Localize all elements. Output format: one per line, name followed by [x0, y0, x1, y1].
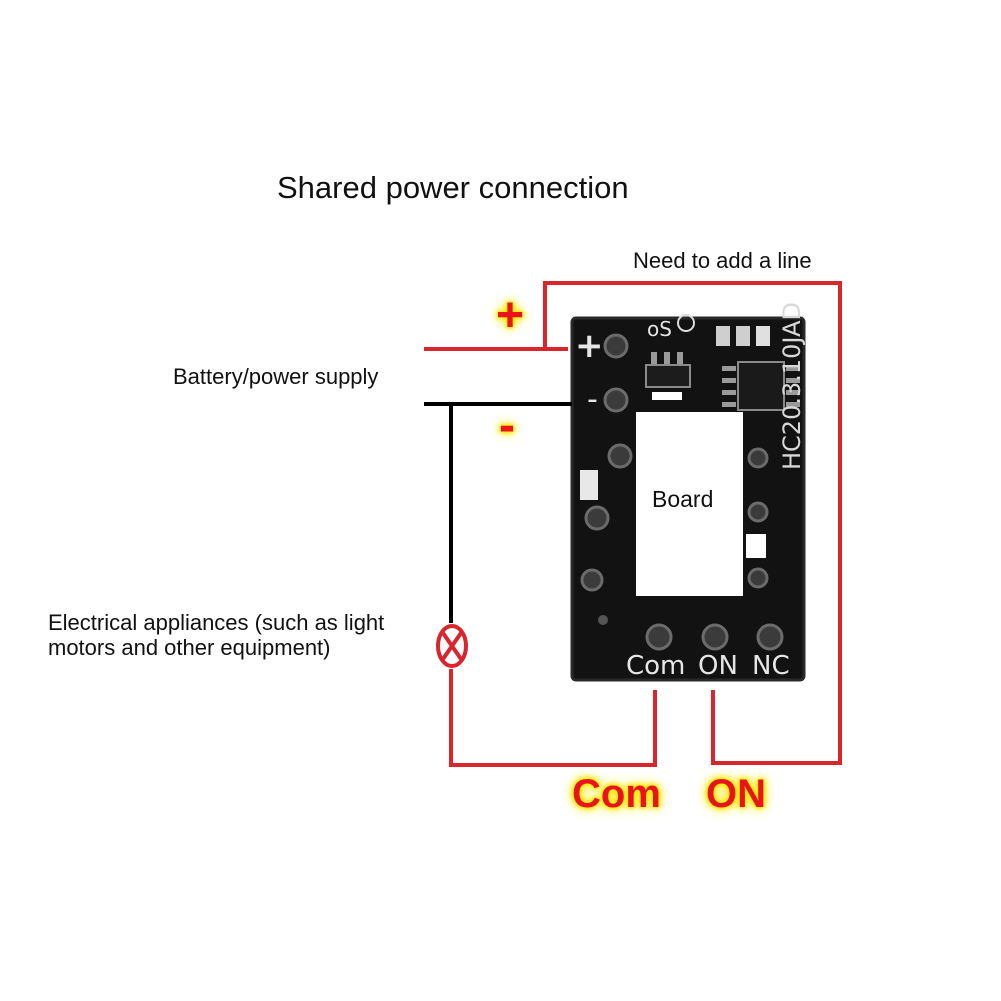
pcb-os-mark: oS	[647, 317, 672, 341]
appliance-label-line-2: motors and other equipment)	[48, 635, 331, 660]
com-terminal-label: Com	[572, 772, 661, 816]
appliance-com-wire	[449, 669, 657, 767]
mcu-pin-r3	[786, 390, 800, 395]
on-terminal-label: ON	[706, 772, 766, 816]
pad-minus	[603, 387, 629, 413]
pad-left-3	[607, 443, 633, 469]
smd-led-3	[756, 326, 770, 346]
pcb-edge	[570, 316, 806, 682]
pcb-pin-com-label: Com	[626, 651, 686, 681]
lamp-icon	[436, 624, 468, 668]
mcu-pin-r2	[786, 378, 800, 383]
pcb-plus-mark: +	[575, 326, 604, 366]
battery-label: Battery/power supply	[173, 364, 379, 389]
pad-plus	[603, 333, 629, 359]
mcu-pin-l2	[722, 378, 736, 383]
pad-left-4	[584, 505, 610, 531]
test-point	[677, 314, 695, 332]
smd-pad-left	[580, 470, 598, 500]
pcb-pin-on-label: ON	[698, 651, 738, 681]
diagram-title: Shared power connection	[277, 170, 629, 205]
lamp-cross-2	[441, 631, 463, 661]
smd-pad-right	[746, 534, 766, 558]
pad-nc	[756, 623, 784, 651]
regulator-pin-2	[664, 352, 670, 364]
pad-left-5	[580, 568, 604, 592]
relay-board	[570, 314, 806, 682]
regulator-pin-3	[677, 352, 683, 364]
added-line-wire	[543, 281, 842, 765]
pad-on	[701, 623, 729, 651]
mcu-pin-l1	[722, 366, 736, 371]
pad-right-1	[747, 447, 769, 469]
pad-right-2	[747, 501, 769, 523]
mcu-pin-l3	[722, 390, 736, 395]
pad-right-3	[747, 567, 769, 589]
board-overlay	[636, 412, 743, 596]
mcu-chip	[737, 361, 785, 411]
smd-led-1	[716, 326, 730, 346]
appliance-label-line-1: Electrical appliances (such as light	[48, 610, 385, 635]
added-line-note: Need to add a line	[633, 248, 812, 273]
minus-terminal-label: -	[499, 399, 515, 452]
mcu-pin-l4	[722, 402, 736, 407]
regulator-chip	[645, 364, 691, 388]
pad-left-6	[598, 615, 608, 625]
regulator-pin-1	[651, 352, 657, 364]
pad-com	[645, 623, 673, 651]
plus-terminal-label: +	[496, 289, 525, 342]
mcu-pin-r1	[786, 366, 800, 371]
wires	[424, 281, 842, 767]
regulator-tab	[652, 392, 682, 400]
board-label: Board	[652, 486, 714, 512]
appliance-label: Electrical appliances (such as light mot…	[48, 610, 384, 660]
smd-led-2	[736, 326, 750, 346]
pcb-pin-nc-label: NC	[752, 651, 790, 681]
mcu-pin-r4	[786, 402, 800, 407]
pcb-minus-mark: -	[587, 382, 598, 417]
pcb-model-text: HC20.3.10JAD	[778, 302, 806, 470]
